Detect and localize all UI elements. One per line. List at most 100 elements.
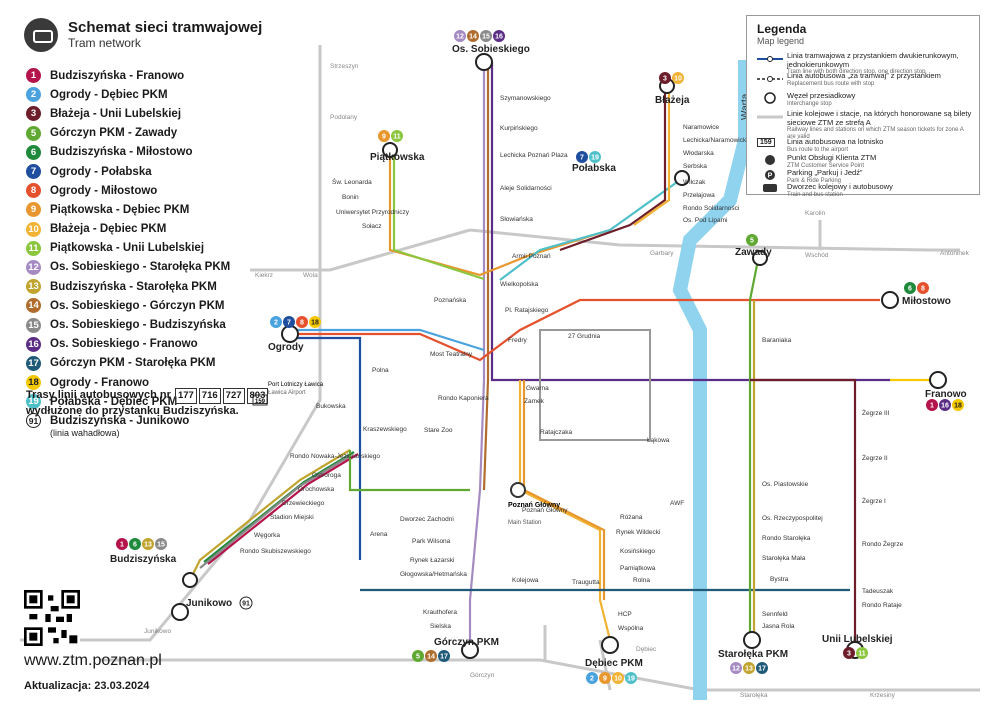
website-link[interactable]: www.ztm.poznan.pl <box>24 652 162 669</box>
line-name: Ogrody - Miłostowo <box>50 184 158 197</box>
svg-text:12: 12 <box>732 666 740 673</box>
legend-subtitle: Map legend <box>757 36 805 46</box>
park-and-ride-icon: P <box>765 170 775 180</box>
svg-text:Krzesiny: Krzesiny <box>870 692 896 699</box>
stop-label: Rynek Wildecki <box>616 529 660 536</box>
svg-text:Dębiec: Dębiec <box>636 646 657 653</box>
svg-text:5: 5 <box>750 238 754 245</box>
svg-text:15: 15 <box>157 542 165 549</box>
stop-label: Armii Poznań <box>512 253 551 260</box>
terminus-zawady: Zawady <box>735 247 772 258</box>
stop-label: Lechicka Poznań Plaza <box>500 152 568 159</box>
stop-label: Wilczak <box>683 179 706 186</box>
line-badge: 1 <box>26 68 41 84</box>
svg-text:1: 1 <box>120 542 124 549</box>
terminus-unii: Unii Lubelskiej <box>822 634 893 645</box>
svg-text:16: 16 <box>941 403 949 410</box>
stop-label: Łąkowa <box>647 437 670 444</box>
svg-text:1: 1 <box>930 403 934 410</box>
stop-label: Bukowska <box>316 403 346 410</box>
stop-label: Poznańska <box>434 297 467 304</box>
line-name: Budziszyńska - Starołęka PKM <box>50 280 217 293</box>
line-badge: 16 <box>26 336 41 352</box>
svg-text:Port Lotniczy Ławica: Port Lotniczy Ławica <box>268 382 324 388</box>
stop-label: Lechicka/Naramowicka <box>683 137 750 144</box>
terminus-debiec: Dębiec PKM <box>585 658 643 669</box>
svg-text:Garbary: Garbary <box>650 250 674 257</box>
svg-text:16: 16 <box>495 34 503 41</box>
stop-label: Rondo Skubiszewskiego <box>240 548 311 555</box>
svg-text:18: 18 <box>311 320 319 327</box>
stop-label: Szymanowskiego <box>500 95 551 102</box>
qr-code-icon[interactable] <box>24 590 80 646</box>
stop-label: AWF <box>670 500 684 507</box>
stop-label: Sielska <box>430 623 451 630</box>
line-note: (linia wahadłowa) <box>50 427 120 438</box>
stop-label: Krauthofera <box>423 609 457 616</box>
stop-label: Gwarna <box>526 385 549 392</box>
stop-label: Kosińskiego <box>620 548 655 555</box>
terminus-budziszynska: Budziszyńska <box>110 554 177 565</box>
stop-label: Pamiątkowa <box>620 565 656 572</box>
stop-label: Słowiańska <box>500 216 533 223</box>
stop-label: Grochowska <box>298 486 335 493</box>
svg-text:10: 10 <box>674 76 682 83</box>
stop-label: Park Wilsona <box>412 538 451 545</box>
svg-text:8: 8 <box>921 286 925 293</box>
stop-label: Bystra <box>770 576 789 583</box>
line-badge: 3 <box>26 106 41 122</box>
terminus-staroleka: Starołęka PKM <box>718 649 788 660</box>
stop-label: Stadion Miejski <box>270 514 314 521</box>
stop-label: Dworzec Zachodni <box>400 516 454 523</box>
terminus-ogrody: Ogrody <box>268 342 304 353</box>
svg-text:11: 11 <box>858 651 866 658</box>
stop-label: Jasna Rola <box>762 623 795 630</box>
svg-text:7: 7 <box>287 320 291 327</box>
svg-text:7: 7 <box>580 155 584 162</box>
header: Schemat sieci tramwajowej Tram network <box>24 18 262 52</box>
airport-bus-symbol: 159 <box>757 138 775 147</box>
line-name: Budziszyńska - Junikowo <box>50 414 190 427</box>
line-name: Piątkowska - Unii Lubelskiej <box>50 242 205 255</box>
stop-label: Rynek Łazarski <box>410 557 454 564</box>
line-badge: 15 <box>26 317 41 333</box>
stop-label: Kurpińskiego <box>500 125 538 132</box>
stop-label: Sennfeld <box>762 611 788 618</box>
line-badge: 18 <box>26 375 41 391</box>
stop-label: Os. Rzeczypospolitej <box>762 515 823 522</box>
svg-text:Strzeszyn: Strzeszyn <box>330 63 359 70</box>
stop-label: Węgorka <box>254 532 280 539</box>
svg-text:17: 17 <box>758 666 766 673</box>
stop-label: Św. Leonarda <box>332 177 372 186</box>
terminus-blazeja: Błażeja <box>655 95 690 106</box>
tram-logo-icon <box>24 18 58 52</box>
svg-text:10: 10 <box>614 676 622 683</box>
legend-item: Parking „Parkuj i Jedź”Park & Ride Parki… <box>787 168 863 184</box>
river-warta: Warta <box>672 60 752 700</box>
svg-text:3: 3 <box>847 651 851 658</box>
stop-label: Rondo Nowaka-Jeziorańskiego <box>290 453 380 460</box>
svg-text:13: 13 <box>144 542 152 549</box>
terminus-labels: Os. Sobieskiego Piątkowska Błażeja Połab… <box>110 44 967 669</box>
stop-label: Aleje Solidarności <box>500 185 552 192</box>
svg-text:Karolin: Karolin <box>805 210 826 217</box>
bus-number: 803 <box>246 388 269 404</box>
line-badge: 8 <box>26 183 41 199</box>
stop-label: Baraniaka <box>762 337 792 344</box>
stop-label: Ostroroga <box>312 472 341 479</box>
page-subtitle: Tram network <box>68 36 141 50</box>
stop-label: Polna <box>372 367 389 374</box>
line-name: Górczyn PKM - Zawady <box>50 127 178 140</box>
stop-label: Traugutta <box>572 579 600 586</box>
